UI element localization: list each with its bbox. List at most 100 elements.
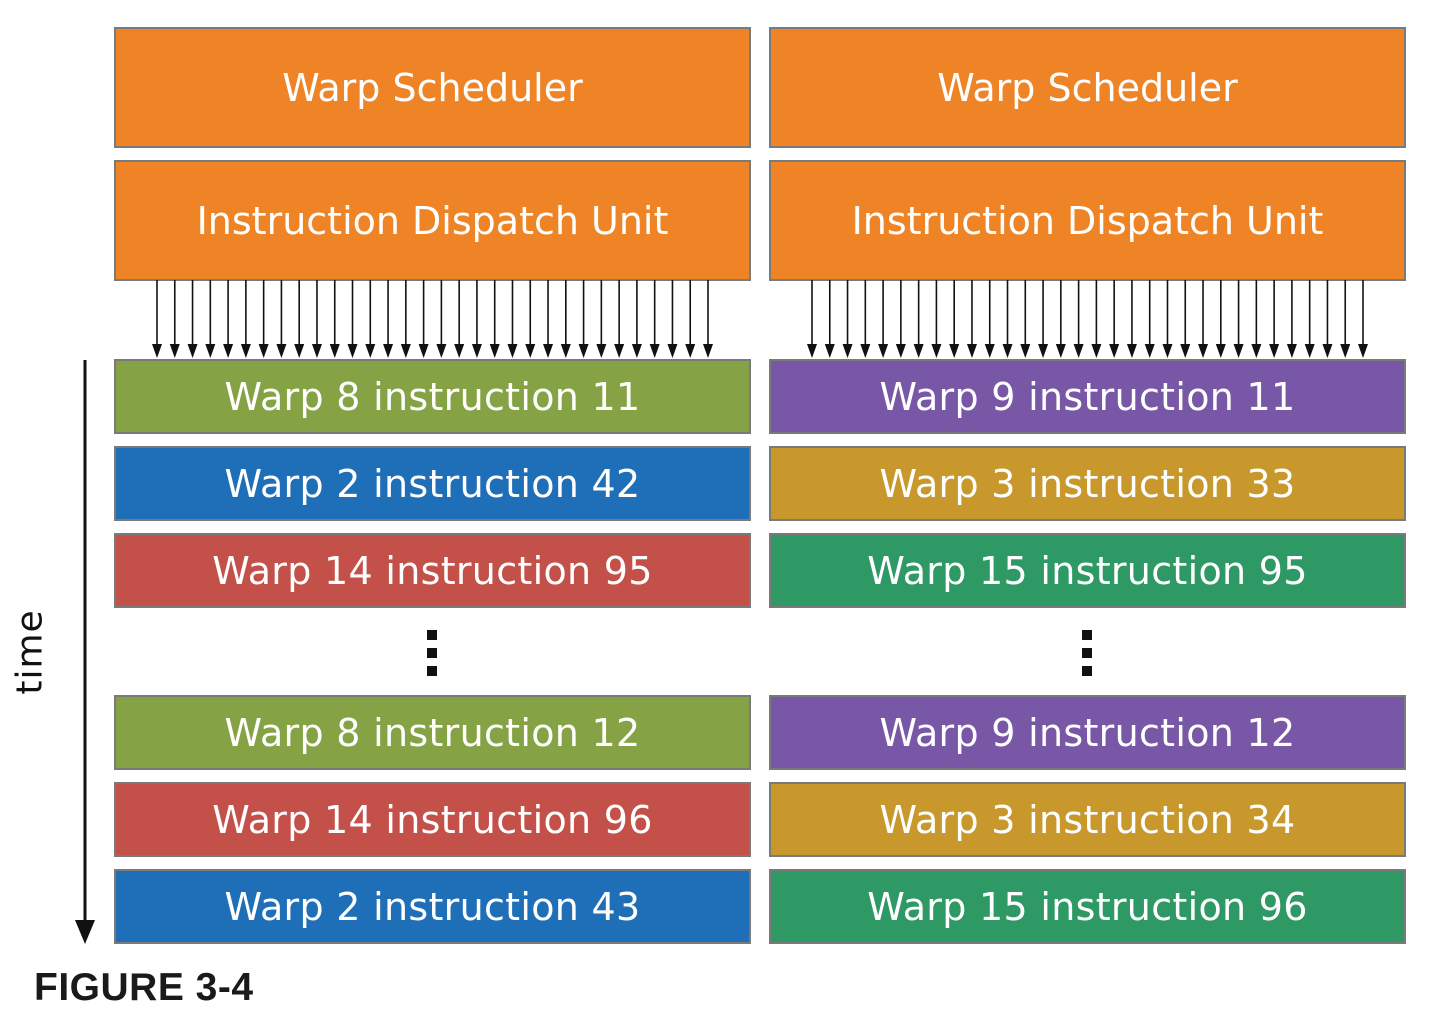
warp-row-left-6-label: Warp 2 instruction 43: [224, 884, 641, 929]
time-label: time: [9, 609, 51, 695]
warp-row-right-2: Warp 3 instruction 33: [769, 446, 1406, 521]
dispatch-arrowhead: [240, 344, 251, 358]
dispatch-arrowhead: [667, 344, 678, 358]
ellipsis-dot: [427, 666, 437, 676]
warp-row-left-1-label: Warp 8 instruction 11: [224, 374, 641, 419]
dispatch-arrowhead: [311, 344, 322, 358]
dispatch-arrowhead: [294, 344, 305, 358]
dispatch-arrowhead: [614, 344, 625, 358]
dispatch-arrowhead: [329, 344, 340, 358]
dispatch-arrowhead: [383, 344, 394, 358]
dispatch-arrowhead: [931, 344, 942, 358]
warp-row-right-6: Warp 15 instruction 96: [769, 869, 1406, 944]
dispatch-arrowhead: [1091, 344, 1102, 358]
dispatch-arrowhead: [347, 344, 358, 358]
ellipsis-right: [1082, 630, 1092, 684]
dispatch-arrowhead: [400, 344, 411, 358]
ellipsis-dot: [427, 630, 437, 640]
warp-row-left-2-label: Warp 2 instruction 42: [224, 461, 641, 506]
dispatch-arrowhead: [1020, 344, 1031, 358]
ellipsis-dot: [1082, 648, 1092, 658]
dispatch-unit-right: Instruction Dispatch Unit: [769, 160, 1406, 281]
dispatch-arrowhead: [1215, 344, 1226, 358]
dispatch-arrowhead: [169, 344, 180, 358]
dispatch-arrowhead: [152, 344, 162, 358]
dispatch-arrowhead: [578, 344, 589, 358]
dispatch-arrowhead: [1109, 344, 1120, 358]
dispatch-arrowhead: [878, 344, 889, 358]
dispatch-arrowhead: [1269, 344, 1280, 358]
dispatch-arrowhead: [949, 344, 960, 358]
dispatch-arrowhead: [525, 344, 536, 358]
dispatch-arrowhead: [984, 344, 995, 358]
dispatch-arrowhead: [685, 344, 696, 358]
warp-row-left-3: Warp 14 instruction 95: [114, 533, 751, 608]
dispatch-arrowhead: [895, 344, 906, 358]
ellipsis-dot: [1082, 630, 1092, 640]
dispatch-arrowhead: [1251, 344, 1262, 358]
dispatch-arrowhead: [418, 344, 429, 358]
dispatch-arrowhead: [1055, 344, 1066, 358]
dispatch-arrowhead: [1286, 344, 1297, 358]
warp-row-left-5: Warp 14 instruction 96: [114, 782, 751, 857]
dispatch-arrowhead: [258, 344, 269, 358]
dispatch-arrowhead: [507, 344, 518, 358]
dispatch-arrowhead: [631, 344, 642, 358]
dispatch-arrowhead: [807, 344, 817, 358]
dispatch-arrowhead: [436, 344, 447, 358]
warp-scheduler-left: Warp Scheduler: [114, 27, 751, 148]
dispatch-arrowhead: [1038, 344, 1049, 358]
dispatch-arrows-right: [807, 280, 1368, 358]
warp-scheduler-left-label: Warp Scheduler: [282, 65, 583, 110]
dispatch-arrowhead: [1233, 344, 1244, 358]
warp-row-right-2-label: Warp 3 instruction 33: [879, 461, 1296, 506]
dispatch-arrowhead: [1126, 344, 1137, 358]
time-axis-arrowhead: [75, 920, 95, 944]
ellipsis-dot: [1082, 666, 1092, 676]
dispatch-arrowhead: [913, 344, 924, 358]
dispatch-arrowhead: [223, 344, 234, 358]
dispatch-arrowhead: [489, 344, 500, 358]
dispatch-arrowhead: [276, 344, 287, 358]
dispatch-arrowhead: [1162, 344, 1173, 358]
dispatch-arrowhead: [1180, 344, 1191, 358]
dispatch-unit-left: Instruction Dispatch Unit: [114, 160, 751, 281]
dispatch-arrowhead: [824, 344, 835, 358]
warp-scheduler-right: Warp Scheduler: [769, 27, 1406, 148]
dispatch-arrowhead: [1073, 344, 1084, 358]
warp-row-left-2: Warp 2 instruction 42: [114, 446, 751, 521]
dispatch-arrowhead: [560, 344, 571, 358]
warp-row-right-1: Warp 9 instruction 11: [769, 359, 1406, 434]
warp-row-left-5-label: Warp 14 instruction 96: [212, 797, 653, 842]
dispatch-arrowhead: [860, 344, 871, 358]
ellipsis-dot: [427, 648, 437, 658]
warp-row-right-1-label: Warp 9 instruction 11: [879, 374, 1296, 419]
dispatch-arrowhead: [187, 344, 198, 358]
warp-row-right-5: Warp 3 instruction 34: [769, 782, 1406, 857]
warp-row-right-3-label: Warp 15 instruction 95: [867, 548, 1308, 593]
warp-row-right-3: Warp 15 instruction 95: [769, 533, 1406, 608]
warp-row-left-4: Warp 8 instruction 12: [114, 695, 751, 770]
warp-row-left-3-label: Warp 14 instruction 95: [212, 548, 653, 593]
dispatch-arrowhead: [454, 344, 465, 358]
dispatch-arrowhead: [471, 344, 482, 358]
warp-row-right-6-label: Warp 15 instruction 96: [867, 884, 1308, 929]
dispatch-arrowhead: [365, 344, 376, 358]
dispatch-arrowhead: [1340, 344, 1351, 358]
dispatch-unit-right-label: Instruction Dispatch Unit: [851, 198, 1324, 243]
dispatch-arrowhead: [649, 344, 660, 358]
dispatch-arrowhead: [205, 344, 216, 358]
warp-row-right-5-label: Warp 3 instruction 34: [879, 797, 1296, 842]
warp-row-right-4-label: Warp 9 instruction 12: [879, 710, 1296, 755]
dispatch-arrowhead: [1002, 344, 1013, 358]
figure-caption: FIGURE 3-4: [34, 966, 254, 1009]
dispatch-arrowhead: [1144, 344, 1155, 358]
warp-scheduler-right-label: Warp Scheduler: [937, 65, 1238, 110]
warp-row-left-6: Warp 2 instruction 43: [114, 869, 751, 944]
dispatch-arrowhead: [703, 344, 713, 358]
dispatch-arrowhead: [842, 344, 853, 358]
dispatch-arrowhead: [543, 344, 554, 358]
dispatch-arrowhead: [1358, 344, 1368, 358]
dispatch-unit-left-label: Instruction Dispatch Unit: [196, 198, 669, 243]
warp-row-right-4: Warp 9 instruction 12: [769, 695, 1406, 770]
